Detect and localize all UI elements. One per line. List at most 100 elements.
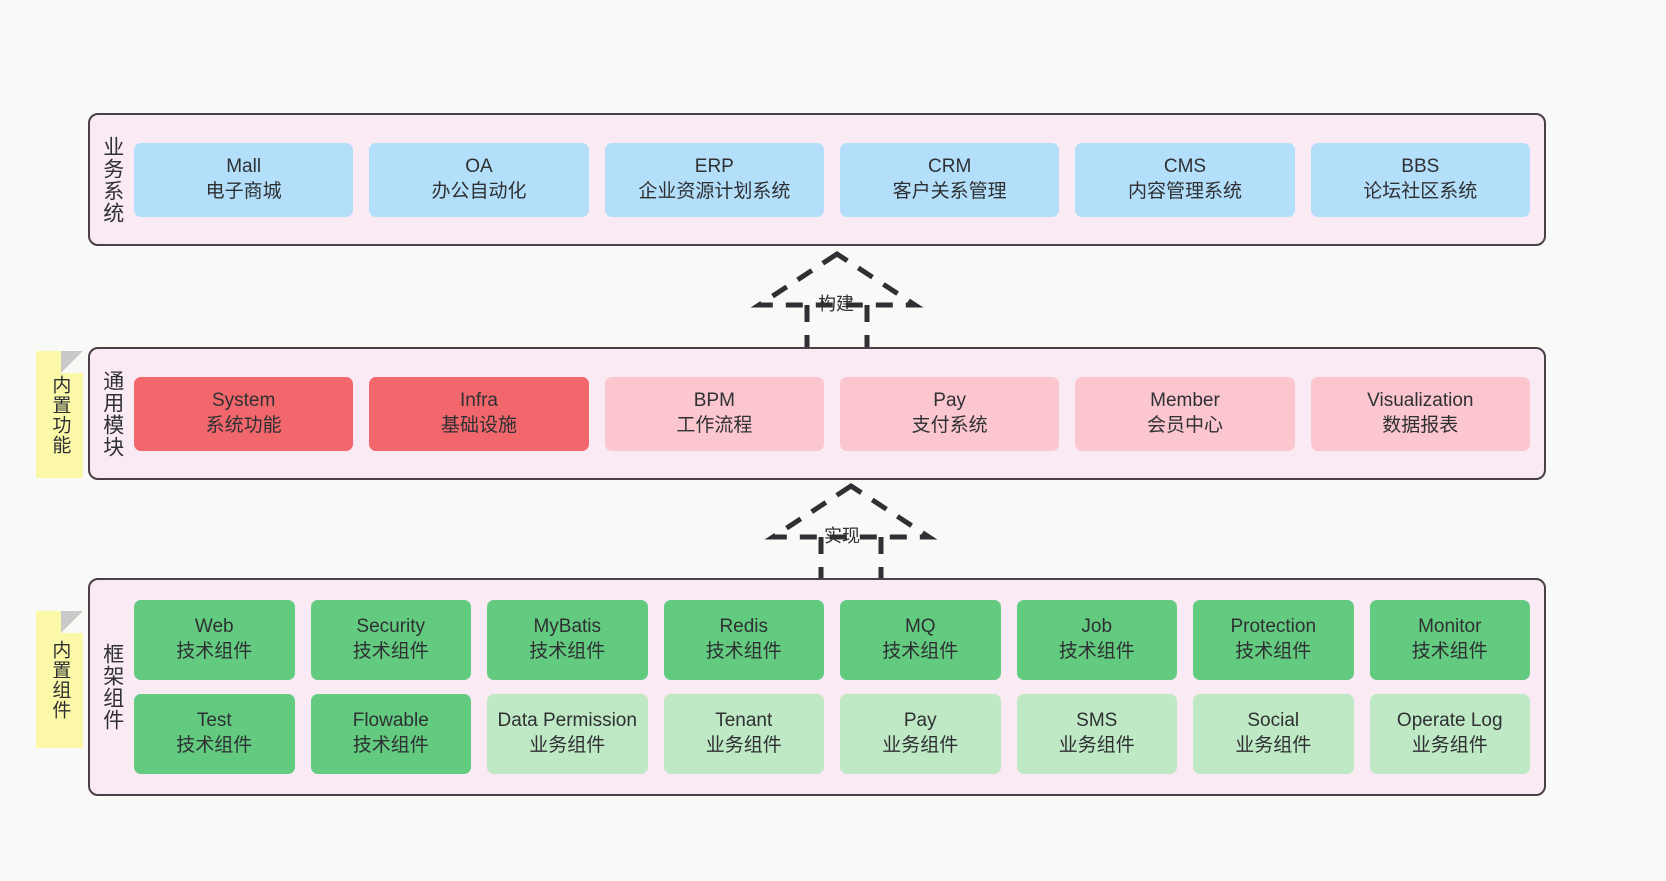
card-desc: 办公自动化 [431,180,527,202]
card-web[interactable]: Web 技术组件 [134,600,295,680]
card-cms[interactable]: CMS 内容管理系统 [1075,142,1295,217]
card-desc: 技术组件 [1235,641,1312,662]
card-desc: 业务组件 [882,735,959,756]
card-title: MQ [904,616,936,638]
card-tenant[interactable]: Tenant 业务组件 [663,694,824,774]
card-test[interactable]: Test 技术组件 [134,694,295,774]
card-title: Visualization [1367,389,1474,411]
card-title: Operate Log [1396,710,1503,732]
card-social[interactable]: Social 业务组件 [1193,694,1354,774]
card-title: Web [194,616,234,638]
card-desc: 技术组件 [352,641,429,662]
card-title: System [211,389,276,411]
card-desc: 支付系统 [911,414,988,436]
card-title: Member [1150,389,1220,411]
card-flowable[interactable]: Flowable 技术组件 [310,694,471,774]
card-erp[interactable]: ERP 企业资源计划系统 [604,142,824,217]
card-monitor[interactable]: Monitor 技术组件 [1369,600,1530,680]
card-desc: 数据报表 [1382,414,1459,436]
card-redis[interactable]: Redis 技术组件 [663,600,824,680]
card-title: Infra [459,389,498,411]
card-desc: 技术组件 [1058,641,1135,662]
card-operate-log[interactable]: Operate Log 业务组件 [1369,694,1530,774]
card-desc: 电子商城 [205,180,282,202]
layer-title-common: 通用模块 [100,369,124,458]
card-desc: 工作流程 [676,414,753,436]
connector-build-label: 构建 [818,294,854,314]
card-desc: 业务组件 [1058,735,1135,756]
card-title: Monitor [1418,616,1482,638]
layer-body-framework: Web 技术组件 Security 技术组件 MyBatis 技术组件 Redi… [134,580,1544,794]
card-title: Tenant [715,710,773,732]
card-desc: 会员中心 [1146,414,1223,436]
card-title: OA [465,155,493,177]
card-protection[interactable]: Protection 技术组件 [1193,600,1354,680]
card-bpm[interactable]: BPM 工作流程 [604,376,824,451]
card-desc: 业务组件 [529,735,606,756]
card-desc: 技术组件 [176,735,253,756]
layer-title-business: 业务系统 [100,135,124,224]
common-card-row: System 系统功能 Infra 基础设施 BPM 工作流程 Pay 支付系统… [134,376,1530,451]
card-title: BBS [1401,155,1440,177]
card-desc: 技术组件 [882,641,959,662]
card-bbs[interactable]: BBS 论坛社区系统 [1310,142,1530,217]
card-title: Data Permission [497,710,637,732]
business-card-row: Mall 电子商城 OA 办公自动化 ERP 企业资源计划系统 CRM 客户关系… [134,142,1530,217]
card-title: Job [1081,616,1113,638]
card-title: Protection [1230,616,1317,638]
card-job[interactable]: Job 技术组件 [1016,600,1177,680]
card-pay-business[interactable]: Pay 业务组件 [840,694,1001,774]
card-data-permission[interactable]: Data Permission 业务组件 [487,694,648,774]
card-title: ERP [694,155,734,177]
card-pay[interactable]: Pay 支付系统 [839,376,1060,451]
card-system[interactable]: System 系统功能 [134,376,354,451]
layer-body-business: Mall 电子商城 OA 办公自动化 ERP 企业资源计划系统 CRM 客户关系… [134,115,1544,244]
card-title: CRM [928,155,972,177]
card-title: Redis [719,616,769,638]
card-title: Security [356,616,426,638]
card-desc: 业务组件 [1411,735,1488,756]
card-desc: 系统功能 [205,414,282,436]
card-member[interactable]: Member 会员中心 [1075,376,1295,451]
card-desc: 企业资源计划系统 [638,180,791,202]
connector-implement-label: 实现 [824,526,860,546]
card-mybatis[interactable]: MyBatis 技术组件 [487,600,648,680]
card-desc: 技术组件 [705,641,782,662]
card-mq[interactable]: MQ 技术组件 [840,600,1001,680]
layer-common-modules: 通用模块 System 系统功能 Infra 基础设施 BPM 工作流程 Pay… [88,347,1546,480]
card-mall[interactable]: Mall 电子商城 [134,142,354,217]
card-title: CMS [1163,155,1207,177]
layer-business-systems: 业务系统 Mall 电子商城 OA 办公自动化 ERP 企业资源计划系统 CRM… [88,113,1546,246]
card-infra[interactable]: Infra 基础设施 [369,376,589,451]
card-security[interactable]: Security 技术组件 [310,600,471,680]
sticky-note-builtin-features: 内置功能 [36,351,83,478]
card-title: Pay [903,710,937,732]
card-title: Flowable [352,710,429,732]
sticky-note-builtin-components: 内置组件 [36,611,83,748]
layer-framework-components: 框架组件 Web 技术组件 Security 技术组件 MyBatis 技术组件… [88,578,1546,796]
card-visualization[interactable]: Visualization 数据报表 [1310,376,1530,451]
card-title: Social [1247,710,1300,732]
card-title: SMS [1076,710,1118,732]
card-desc: 技术组件 [352,735,429,756]
card-desc: 论坛社区系统 [1363,180,1478,202]
card-title: Mall [226,155,262,177]
layer-body-common: System 系统功能 Infra 基础设施 BPM 工作流程 Pay 支付系统… [134,349,1544,478]
framework-card-row-1: Web 技术组件 Security 技术组件 MyBatis 技术组件 Redi… [134,600,1530,680]
card-desc: 内容管理系统 [1127,180,1242,202]
card-crm[interactable]: CRM 客户关系管理 [839,142,1060,217]
card-sms[interactable]: SMS 业务组件 [1016,694,1177,774]
card-desc: 技术组件 [529,641,606,662]
framework-card-row-2: Test 技术组件 Flowable 技术组件 Data Permission … [134,694,1530,774]
card-title: MyBatis [533,616,602,638]
card-desc: 客户关系管理 [892,180,1007,202]
card-title: Pay [933,389,967,411]
layer-title-framework: 框架组件 [100,643,124,731]
card-desc: 业务组件 [705,735,782,756]
card-oa[interactable]: OA 办公自动化 [369,142,589,217]
card-desc: 基础设施 [440,414,517,436]
card-title: BPM [693,389,735,411]
card-desc: 业务组件 [1235,735,1312,756]
card-desc: 技术组件 [1411,641,1488,662]
